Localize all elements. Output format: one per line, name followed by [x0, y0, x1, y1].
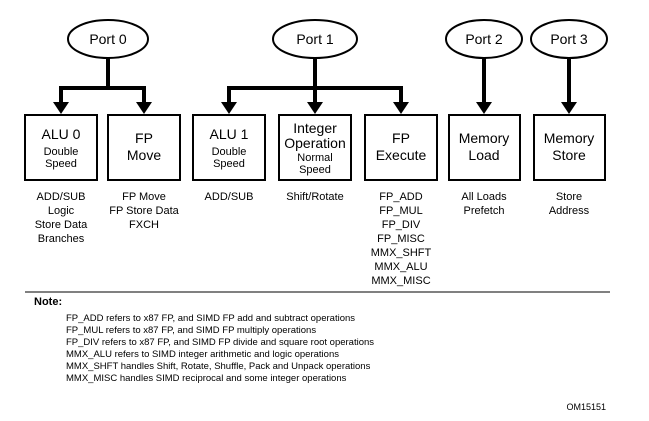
unit-alu-1: ALU 1 Double Speed [192, 114, 266, 181]
unit-alu-0-title: ALU 0 [42, 126, 81, 142]
unit-integer-operation-sub-1: Normal [297, 152, 332, 164]
unit-memory-store-title-1: Memory [544, 130, 595, 146]
figure-id: OM15151 [566, 402, 606, 412]
port-0-label: Port 0 [89, 31, 127, 47]
note-line: MMX_ALU refers to SIMD integer arithmeti… [66, 349, 339, 360]
desc-memory-store: Store Address [549, 191, 590, 217]
unit-fp-move: FP Move [107, 114, 181, 181]
desc-alu-0-line: Logic [48, 205, 75, 217]
desc-alu-0-line: Store Data [35, 219, 88, 231]
desc-integer-operation: Shift/Rotate [286, 191, 343, 203]
desc-fp-execute-line: FP_DIV [382, 219, 421, 231]
unit-integer-operation-title-2: Operation [284, 135, 345, 151]
desc-fp-move-line: FXCH [129, 219, 159, 231]
desc-fp-move-line: FP Move [122, 191, 166, 203]
arrowheads [53, 102, 577, 114]
unit-fp-move-title-1: FP [135, 130, 153, 146]
unit-memory-load: Memory Load [448, 114, 521, 181]
port-2-label: Port 2 [465, 31, 503, 47]
port-2: Port 2 [445, 19, 523, 59]
desc-memory-load: All Loads Prefetch [461, 191, 507, 217]
desc-memory-store-line: Store [556, 191, 582, 203]
port-1-label: Port 1 [296, 31, 334, 47]
unit-alu-0: ALU 0 Double Speed [24, 114, 98, 181]
desc-alu-1-line: ADD/SUB [205, 191, 254, 203]
note-section: Note: FP_ADD refers to x87 FP, and SIMD … [34, 296, 374, 384]
unit-alu-1-sub-2: Speed [213, 158, 245, 170]
note-line: FP_ADD refers to x87 FP, and SIMD FP add… [66, 313, 355, 324]
arrow-alu0 [53, 102, 69, 114]
desc-alu-1: ADD/SUB [205, 191, 254, 203]
desc-fp-execute-line: MMX_ALU [374, 261, 427, 273]
desc-fp-execute-line: FP_ADD [379, 191, 422, 203]
arrow-memory-store [561, 102, 577, 114]
unit-alu-0-sub-2: Speed [45, 158, 77, 170]
desc-memory-load-line: Prefetch [464, 205, 505, 217]
desc-fp-execute-line: FP_MUL [379, 205, 422, 217]
port-3: Port 3 [530, 19, 608, 59]
unit-fp-execute-title-1: FP [392, 130, 410, 146]
unit-fp-execute: FP Execute [364, 114, 438, 181]
arrow-fp-execute [393, 102, 409, 114]
arrow-fp-move [136, 102, 152, 114]
desc-alu-0: ADD/SUB Logic Store Data Branches [35, 191, 88, 245]
arrow-memory-load [476, 102, 492, 114]
desc-fp-execute-line: FP_MISC [377, 233, 425, 245]
unit-memory-store-title-2: Store [552, 147, 586, 163]
unit-integer-operation-sub-2: Speed [299, 164, 331, 176]
unit-integer-operation: Integer Operation Normal Speed [278, 114, 352, 181]
port-0: Port 0 [67, 19, 149, 59]
port-1: Port 1 [272, 19, 358, 59]
desc-fp-execute-line: MMX_SHFT [371, 247, 432, 259]
unit-memory-store: Memory Store [533, 114, 606, 181]
desc-alu-0-line: ADD/SUB [37, 191, 86, 203]
unit-memory-load-title-1: Memory [459, 130, 510, 146]
desc-fp-execute: FP_ADD FP_MUL FP_DIV FP_MISC MMX_SHFT MM… [371, 191, 432, 287]
desc-fp-execute-line: MMX_MISC [371, 275, 430, 287]
desc-integer-operation-line: Shift/Rotate [286, 191, 343, 203]
desc-memory-load-line: All Loads [461, 191, 507, 203]
note-title: Note: [34, 296, 62, 308]
arrow-integer-op [307, 102, 323, 114]
unit-alu-0-sub-1: Double [44, 146, 79, 158]
desc-alu-0-line: Branches [38, 233, 85, 245]
arrow-alu1 [221, 102, 237, 114]
unit-alu-1-sub-1: Double [212, 146, 247, 158]
unit-integer-operation-title-1: Integer [293, 120, 337, 136]
note-line: MMX_MISC handles SIMD reciprocal and som… [66, 373, 347, 384]
note-line: MMX_SHFT handles Shift, Rotate, Shuffle,… [66, 361, 371, 372]
unit-alu-1-title: ALU 1 [210, 126, 249, 142]
desc-fp-move-line: FP Store Data [109, 205, 179, 217]
note-line: FP_DIV refers to x87 FP, and SIMD FP div… [66, 337, 374, 348]
connectors [59, 58, 571, 103]
unit-memory-load-title-2: Load [468, 147, 499, 163]
desc-memory-store-line: Address [549, 205, 590, 217]
unit-fp-move-title-2: Move [127, 147, 161, 163]
port-3-label: Port 3 [550, 31, 588, 47]
desc-fp-move: FP Move FP Store Data FXCH [109, 191, 179, 231]
unit-fp-execute-title-2: Execute [376, 147, 427, 163]
note-line: FP_MUL refers to x87 FP, and SIMD FP mul… [66, 325, 316, 336]
